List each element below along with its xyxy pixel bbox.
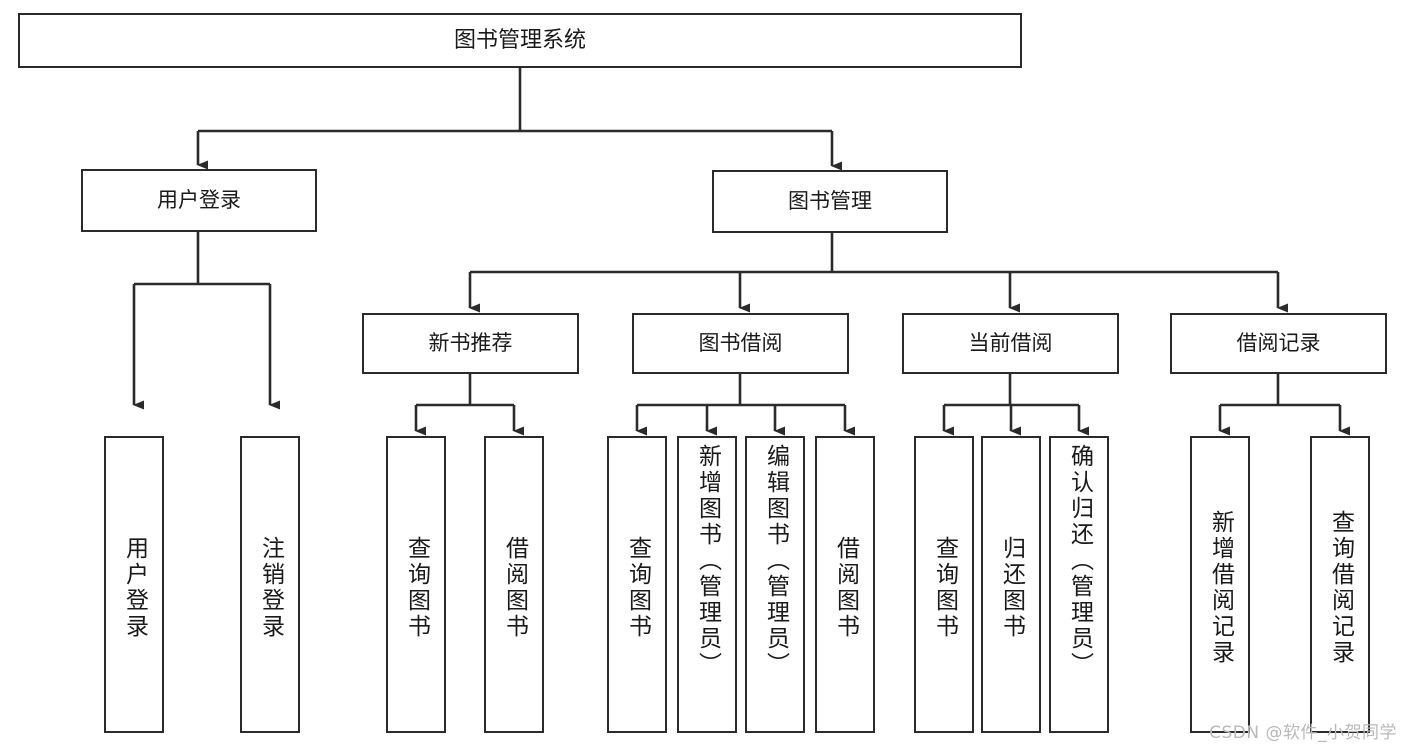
- node-label: 新增借阅记录: [1207, 509, 1234, 666]
- node-book-borrowing[interactable]: 图书借阅: [632, 313, 849, 374]
- node-label: 借阅图书: [832, 535, 859, 640]
- node-label: 编辑图书（管理员）: [762, 444, 789, 678]
- node-label: 当前借阅: [968, 331, 1053, 356]
- node-user-login[interactable]: 用户登录: [81, 169, 317, 232]
- leaf-add-borrow-record[interactable]: 新增借阅记录: [1190, 436, 1250, 733]
- node-label: 确认归还（管理员）: [1066, 444, 1093, 678]
- node-label: 用户登录: [157, 188, 241, 213]
- node-borrowing-record[interactable]: 借阅记录: [1170, 313, 1387, 374]
- node-label: 新增图书（管理员）: [694, 444, 721, 678]
- node-current-borrowing[interactable]: 当前借阅: [902, 313, 1119, 374]
- node-label: 查询图书: [931, 535, 958, 640]
- leaf-edit-book-admin[interactable]: 编辑图书（管理员）: [745, 436, 805, 733]
- node-root-book-management-system[interactable]: 图书管理系统: [18, 13, 1022, 68]
- node-label: 借阅图书: [501, 535, 528, 640]
- watermark-text: CSDN @软件_小贺同学: [1209, 723, 1397, 743]
- node-book-management[interactable]: 图书管理: [712, 170, 948, 233]
- node-label: 图书管理: [788, 189, 872, 214]
- leaf-borrow-books-recommend[interactable]: 借阅图书: [484, 436, 544, 733]
- leaf-user-login[interactable]: 用户登录: [104, 436, 164, 733]
- leaf-confirm-return-admin[interactable]: 确认归还（管理员）: [1049, 436, 1109, 733]
- node-label: 借阅记录: [1236, 331, 1321, 356]
- node-label: 归还图书: [998, 535, 1025, 640]
- leaf-add-book-admin[interactable]: 新增图书（管理员）: [677, 436, 737, 733]
- node-label: 用户登录: [121, 535, 148, 640]
- leaf-query-books-recommend[interactable]: 查询图书: [386, 436, 446, 733]
- node-label: 查询图书: [403, 535, 430, 640]
- node-label: 查询借阅记录: [1327, 509, 1354, 666]
- node-label: 新书推荐: [428, 331, 513, 356]
- leaf-query-books-borrow[interactable]: 查询图书: [607, 436, 667, 733]
- leaf-query-borrow-record[interactable]: 查询借阅记录: [1310, 436, 1370, 733]
- node-label: 图书管理系统: [453, 27, 586, 53]
- leaf-return-books[interactable]: 归还图书: [981, 436, 1041, 733]
- leaf-logout[interactable]: 注销登录: [240, 436, 300, 733]
- node-new-book-recommendation[interactable]: 新书推荐: [362, 313, 579, 374]
- node-label: 查询图书: [624, 535, 651, 640]
- node-label: 注销登录: [257, 535, 284, 640]
- node-label: 图书借阅: [698, 331, 783, 356]
- leaf-query-books-current[interactable]: 查询图书: [914, 436, 974, 733]
- leaf-borrow-books[interactable]: 借阅图书: [815, 436, 875, 733]
